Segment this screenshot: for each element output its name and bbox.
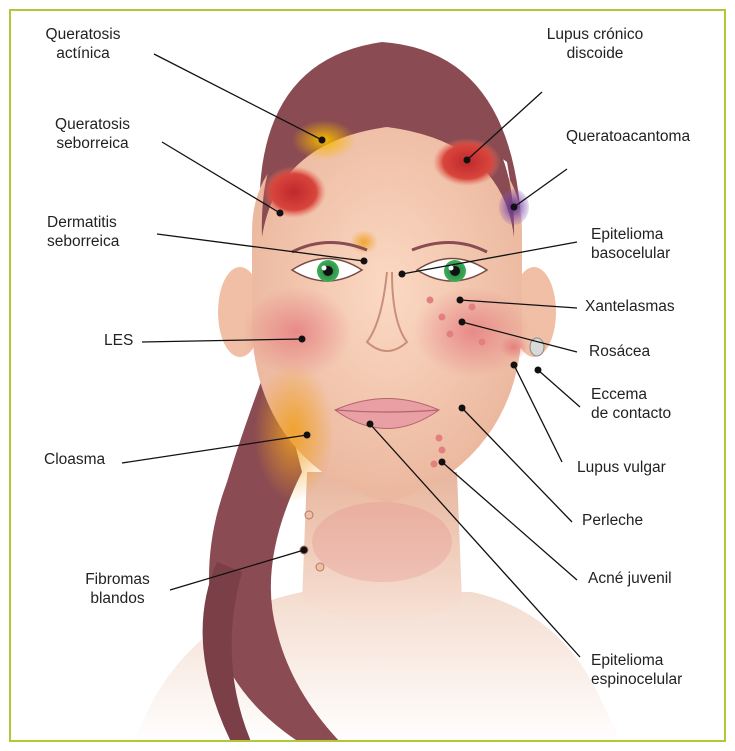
label-line: de contacto [591, 404, 671, 423]
label-line: Epitelioma [591, 225, 670, 244]
label-lupus-vulgar: Lupus vulgar [577, 458, 666, 477]
label-line: seborreica [47, 232, 119, 251]
label-line: Fibromas [65, 570, 170, 589]
label-line: seborreica [30, 134, 155, 153]
label-fibromas-blandos: Fibromas blandos [65, 570, 170, 608]
label-perleche: Perleche [582, 511, 643, 530]
label-line: Eccema [591, 385, 671, 404]
label-les: LES [104, 331, 133, 350]
label-rosacea: Rosácea [589, 342, 650, 361]
label-line: Queratosis [30, 115, 155, 134]
label-queratoacantoma: Queratoacantoma [566, 127, 690, 146]
label-line: Dermatitis [47, 213, 119, 232]
label-line: basocelular [591, 244, 670, 263]
label-line: blandos [65, 589, 170, 608]
label-epitelioma-espinocelular: Epitelioma espinocelular [591, 651, 682, 689]
label-line: discoide [525, 44, 665, 63]
label-line: espinocelular [591, 670, 682, 689]
label-xantelasmas: Xantelasmas [585, 297, 675, 316]
label-line: Epitelioma [591, 651, 682, 670]
label-queratosis-actinica: Queratosis actínica [18, 25, 148, 63]
label-line: Lupus crónico [525, 25, 665, 44]
label-epitelioma-basocelular: Epitelioma basocelular [591, 225, 670, 263]
label-lupus-cronico-discoide: Lupus crónico discoide [525, 25, 665, 63]
label-dermatitis-seborreica: Dermatitis seborreica [47, 213, 119, 251]
label-acne-juvenil: Acné juvenil [588, 569, 672, 588]
label-eccema-de-contacto: Eccema de contacto [591, 385, 671, 423]
label-line: Queratosis [18, 25, 148, 44]
label-queratosis-seborreica: Queratosis seborreica [30, 115, 155, 153]
label-line: actínica [18, 44, 148, 63]
label-cloasma: Cloasma [44, 450, 105, 469]
